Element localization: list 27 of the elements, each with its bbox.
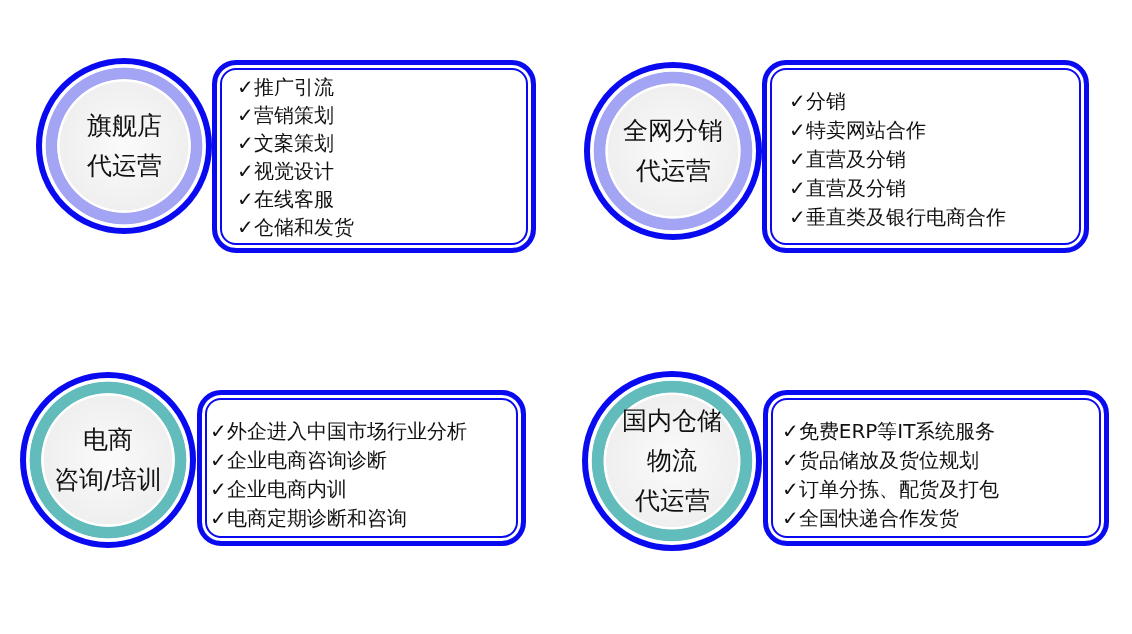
list-item: ✓货品储放及货位规划 — [782, 448, 979, 472]
list-item: ✓电商定期诊断和咨询 — [210, 506, 407, 530]
rounded-box — [763, 390, 1109, 546]
circle-label: 电商咨询/培训 — [53, 424, 163, 496]
list-item: ✓全国快递合作发货 — [782, 506, 959, 530]
list-item: ✓免费ERP等IT系统服务 — [782, 419, 996, 443]
circle-label: 国内仓储物流代运营 — [622, 405, 722, 517]
list-item: ✓直营及分销 — [789, 147, 906, 171]
rounded-box — [762, 60, 1089, 253]
list-item: ✓视觉设计 — [237, 159, 334, 183]
rounded-box — [212, 60, 536, 253]
list-item: ✓推广引流 — [237, 75, 334, 99]
list-item: ✓订单分拣、配货及打包 — [782, 477, 999, 501]
list-item: ✓外企进入中国市场行业分析 — [210, 419, 467, 443]
list-item: ✓分销 — [789, 89, 846, 113]
list-item: ✓仓储和发货 — [237, 215, 354, 239]
rounded-box — [197, 390, 526, 546]
list-item: ✓企业电商内训 — [210, 477, 347, 501]
list-item: ✓垂直类及银行电商合作 — [789, 205, 1006, 229]
list-item: ✓直营及分销 — [789, 176, 906, 200]
list-item: ✓企业电商咨询诊断 — [210, 448, 387, 472]
list-item: ✓特卖网站合作 — [789, 118, 926, 142]
circle-label: 全网分销代运营 — [623, 115, 723, 187]
list-item: ✓营销策划 — [237, 103, 334, 127]
list-item: ✓文案策划 — [237, 131, 334, 155]
list-item: ✓在线客服 — [237, 187, 334, 211]
circle-label: 旗舰店代运营 — [86, 110, 162, 182]
